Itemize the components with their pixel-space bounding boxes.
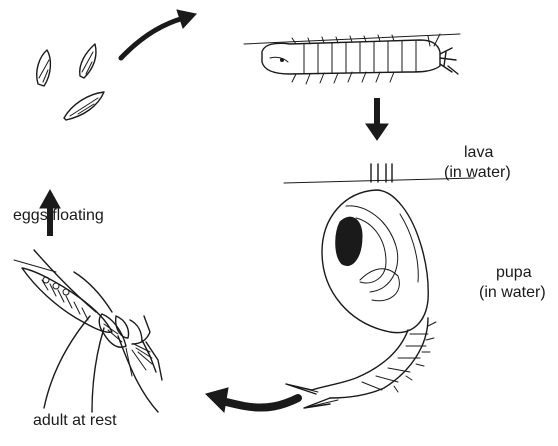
egg-2 (80, 44, 96, 78)
larva-illustration (244, 34, 460, 84)
arrow-pupa-to-adult (206, 388, 298, 412)
egg-1 (37, 50, 51, 86)
arrow-eggs-to-larva (121, 10, 196, 58)
adult-mosquito-illustration (14, 250, 162, 412)
larva-habitat-label: (in water) (444, 163, 511, 182)
pupa-habitat-label: (in water) (479, 283, 546, 302)
adult-label: adult at rest (33, 411, 117, 430)
egg-3 (64, 92, 104, 120)
eggs-illustration (37, 44, 104, 120)
pupa-illustration (284, 164, 474, 408)
larva-label: lava (464, 143, 493, 162)
pupa-label: pupa (496, 263, 532, 282)
arrow-larva-to-pupa (366, 98, 388, 140)
eggs-label: eggs floating (13, 206, 104, 225)
